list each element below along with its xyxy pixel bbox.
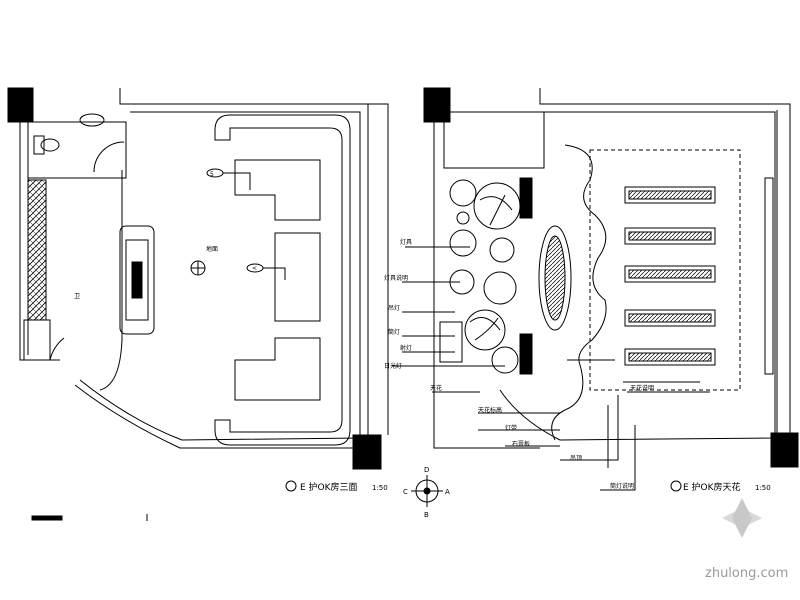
column-top-left bbox=[7, 87, 34, 123]
left-plan-title: E 护OK房三面 bbox=[300, 481, 358, 493]
right-label-7: 天花标高 bbox=[478, 406, 502, 414]
left-plan-scale: 1:50 bbox=[372, 484, 388, 492]
outer-wall bbox=[19, 88, 389, 449]
compass-e: A bbox=[445, 488, 450, 496]
tv-cabinet bbox=[119, 225, 155, 335]
linear-lights bbox=[624, 186, 716, 366]
left-label-2: < bbox=[252, 265, 257, 272]
right-plan-scale: 1:50 bbox=[755, 484, 771, 492]
right-label-5: 日光灯 bbox=[384, 362, 402, 370]
right-ceiling-plan bbox=[392, 87, 799, 491]
column-right-bottom bbox=[770, 432, 799, 468]
pendant-3 bbox=[449, 229, 477, 257]
curved-sofa bbox=[214, 114, 351, 446]
left-label-0: 卫 bbox=[74, 293, 80, 300]
toilet-room bbox=[27, 121, 127, 179]
pendant-7 bbox=[464, 309, 506, 351]
compass-w: C bbox=[403, 488, 408, 496]
right-label-6: 天花 bbox=[430, 384, 442, 392]
coffee-table-3 bbox=[234, 337, 321, 401]
right-label-8: 灯带 bbox=[505, 424, 517, 432]
right-label-0: 灯具 bbox=[400, 238, 412, 246]
right-label-10: 吊顶 bbox=[570, 455, 582, 462]
column-bottom-right bbox=[352, 434, 382, 470]
coffee-table-2 bbox=[274, 232, 321, 322]
left-floor-plan bbox=[7, 87, 389, 521]
right-label-2: 吊灯 bbox=[388, 304, 400, 312]
right-label-11: 筒灯说明 bbox=[610, 482, 634, 490]
compass-s: B bbox=[424, 511, 429, 519]
right-plan-title: E 护OK房天花 bbox=[683, 481, 741, 493]
pendant-2 bbox=[473, 182, 521, 230]
pendant-1 bbox=[449, 179, 477, 207]
coffee-table-1 bbox=[234, 159, 321, 221]
right-label-9: 石膏板 bbox=[512, 440, 530, 448]
left-label-1: 5 bbox=[210, 171, 214, 178]
right-label-1: 灯具说明 bbox=[384, 274, 408, 282]
washbasin bbox=[79, 113, 105, 127]
watermark-logo bbox=[722, 498, 762, 538]
pendant-6 bbox=[483, 271, 517, 305]
left-label-3: 地面 bbox=[206, 245, 218, 253]
north-compass bbox=[411, 475, 443, 507]
oval-feature bbox=[538, 225, 572, 331]
wavy-ceiling bbox=[551, 144, 607, 441]
pendant-8 bbox=[491, 346, 519, 374]
compass-n: D bbox=[424, 466, 429, 474]
pendant-4 bbox=[489, 237, 515, 263]
right-label-3: 筒灯 bbox=[388, 328, 400, 336]
right-label-4: 射灯 bbox=[400, 344, 412, 352]
toilet-fixture bbox=[33, 135, 45, 155]
column-right-top bbox=[423, 87, 451, 123]
right-label-12: 天花说明 bbox=[630, 384, 654, 392]
hatched-cabinet bbox=[27, 179, 47, 321]
watermark-text: zhulong.com bbox=[705, 566, 788, 581]
